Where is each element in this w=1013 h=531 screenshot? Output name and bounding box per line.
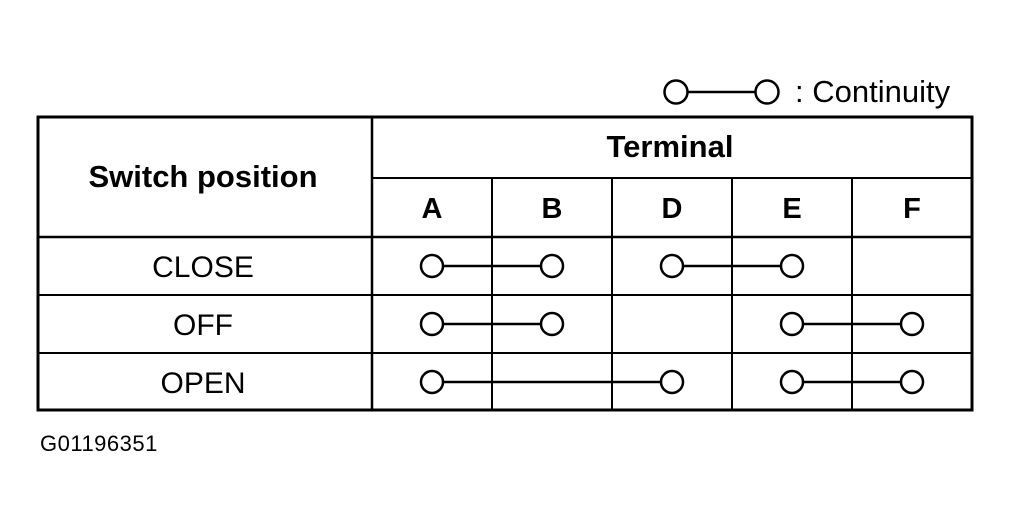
continuity-open-e-f <box>779 369 925 395</box>
switch-position-open: OPEN <box>160 367 245 400</box>
terminal-circle <box>419 253 445 279</box>
switch-position-close: CLOSE <box>152 251 254 284</box>
terminal-circle <box>899 369 925 395</box>
legend-terminal-circle-right <box>754 79 780 105</box>
terminal-circle <box>779 253 805 279</box>
terminal-circle <box>779 311 805 337</box>
legend-terminal-circle-left <box>663 79 689 105</box>
continuity-open-a-d <box>419 369 685 395</box>
terminal-circle <box>419 369 445 395</box>
terminal-circle <box>539 253 565 279</box>
terminal-label-f: F <box>903 193 921 225</box>
terminal-circle <box>899 311 925 337</box>
terminal-label-e: E <box>782 193 801 225</box>
table-border <box>36 115 974 412</box>
terminal-circle <box>779 369 805 395</box>
figure-id: G01196351 <box>40 431 158 456</box>
terminal-column-dividers <box>491 178 853 410</box>
continuity-close-d-e <box>659 253 805 279</box>
terminal-circle <box>539 311 565 337</box>
terminal-circle <box>419 311 445 337</box>
terminal-label-a: A <box>422 193 443 225</box>
terminal-label-b: B <box>542 193 563 225</box>
terminal-circle <box>659 369 685 395</box>
switch-position-labels: CLOSE OFF OPEN <box>152 251 254 400</box>
terminal-label-d: D <box>662 193 683 225</box>
terminal-circle <box>659 253 685 279</box>
continuity-off-e-f <box>779 311 925 337</box>
continuity-legend: : Continuity <box>663 74 951 109</box>
continuity-off-a-b <box>419 311 565 337</box>
switch-position-header: Switch position <box>88 159 317 194</box>
switch-position-off: OFF <box>173 309 233 342</box>
terminal-header: Terminal <box>607 129 734 164</box>
continuity-close-a-b <box>419 253 565 279</box>
continuity-connections <box>419 253 925 395</box>
legend-label: : Continuity <box>795 74 951 109</box>
